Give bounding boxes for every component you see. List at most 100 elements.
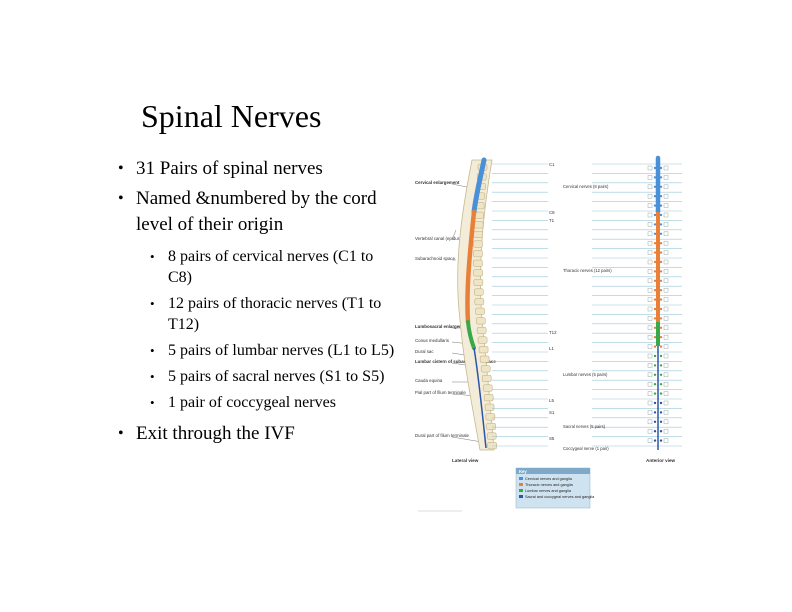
- vertebra: [484, 403, 495, 411]
- vertebral-body: [647, 278, 653, 284]
- vertebral-body: [663, 381, 669, 387]
- vertebra: [474, 298, 485, 306]
- lateral-view-label: Lateral view: [452, 458, 479, 463]
- ganglion: [653, 392, 657, 395]
- vertebra: [486, 432, 497, 440]
- vertebral-body: [663, 363, 669, 368]
- bullet-item: Exit through the IVF: [116, 421, 401, 447]
- ganglion: [653, 270, 657, 273]
- label-pial-part: Pial part of filum terminale: [415, 390, 466, 395]
- ganglion: [659, 373, 663, 376]
- label-dural-part: Dural part of filum terminale: [415, 433, 469, 438]
- nerve-level-lines: [492, 163, 682, 447]
- vertebral-body: [663, 212, 669, 218]
- level-l1: L1: [549, 346, 554, 351]
- vertebral-body: [663, 184, 669, 190]
- ganglion: [659, 326, 663, 329]
- ganglion: [653, 345, 657, 348]
- spinal-cord-thoracic: [465, 209, 477, 325]
- vertebral-body: [663, 353, 669, 359]
- label-thoracic-nerves: Thoracic nerves (12 pairs): [563, 268, 612, 273]
- vertebra: [473, 269, 483, 277]
- ganglion: [653, 242, 657, 245]
- ganglion: [659, 223, 663, 226]
- sub-bullet-item: 5 pairs of lumbar nerves (L1 to L5): [116, 340, 401, 361]
- ganglion: [653, 185, 657, 188]
- vertebral-body: [663, 222, 669, 227]
- vertebral-body: [647, 316, 653, 321]
- ganglion: [659, 430, 663, 433]
- sub-bullet-item: 5 pairs of sacral nerves (S1 to S5): [116, 366, 401, 387]
- key-title: Key: [519, 469, 527, 474]
- bullet-item: 31 Pairs of spinal nerves: [116, 156, 401, 182]
- vertebral-body: [663, 287, 669, 293]
- vertebral-body: [663, 410, 669, 415]
- ganglion: [659, 176, 663, 179]
- vertebra: [481, 374, 492, 382]
- vertebral-body: [663, 306, 669, 312]
- ganglion: [659, 401, 663, 405]
- ganglion: [653, 279, 657, 282]
- vertebra: [476, 326, 487, 334]
- vertebral-body: [663, 325, 669, 331]
- ganglion: [659, 364, 663, 367]
- vertebral-body: [647, 438, 653, 443]
- ganglion: [653, 213, 657, 217]
- vertebral-body: [663, 344, 669, 349]
- anterior-view: [647, 165, 669, 443]
- vertebra: [477, 336, 488, 344]
- ganglion: [653, 289, 657, 292]
- ganglion: [653, 383, 657, 386]
- vertebral-body: [663, 240, 669, 246]
- vertebral-body: [663, 334, 669, 340]
- vertebral-body: [647, 344, 653, 349]
- sub-bullet-item: 1 pair of coccygeal nerves: [116, 392, 401, 413]
- vertebral-body: [647, 325, 653, 331]
- ganglion: [653, 223, 657, 226]
- ganglion: [653, 354, 657, 358]
- level-l5: L5: [549, 398, 554, 403]
- key-items: Cervical nerves and ganglia Thoracic ner…: [519, 477, 595, 499]
- ganglion: [659, 251, 663, 254]
- ganglion: [653, 166, 657, 170]
- vertebral-body: [663, 438, 669, 443]
- ganglion: [659, 336, 663, 339]
- sub-bullet-item: 8 pairs of cervical nerves (C1 to C8): [116, 246, 401, 288]
- sub-bullet-item: 12 pairs of thoracic nerves (T1 to T12): [116, 293, 401, 335]
- label-vertebral-canal: Vertebral canal (epidural space): [415, 236, 478, 241]
- vertebral-body: [663, 278, 669, 284]
- vertebral-body: [647, 306, 653, 312]
- label-cervical-enlargement: Cervical enlargement: [415, 180, 460, 185]
- vertebral-body: [647, 165, 653, 171]
- key-box: [515, 467, 591, 509]
- ganglion: [653, 195, 657, 198]
- ganglion: [659, 185, 663, 188]
- vertebral-body: [647, 391, 653, 396]
- vertebral-body: [647, 334, 653, 340]
- label-lumbosacral-enlargement: Lumbosacral enlargement: [415, 324, 470, 329]
- key-label-lumbar: Lumbar nerves and ganglia: [525, 489, 572, 493]
- vertebral-body: [663, 175, 669, 180]
- vertebra: [485, 413, 496, 421]
- ganglion: [659, 213, 663, 217]
- vertebral-body: [663, 400, 669, 406]
- vertebral-body: [647, 353, 653, 359]
- vertebral-body: [647, 222, 653, 227]
- vertebra: [478, 346, 489, 354]
- level-t1: T1: [549, 218, 555, 223]
- level-s5: S5: [549, 436, 555, 441]
- vertebra: [473, 259, 483, 267]
- key-swatch-thoracic: [519, 483, 523, 486]
- vertebra: [474, 288, 484, 296]
- ganglion: [659, 270, 663, 273]
- vertebral-body: [647, 410, 653, 415]
- vertebral-body: [663, 391, 669, 396]
- key-header: [516, 468, 590, 474]
- vertebra: [473, 250, 483, 258]
- cauda-equina: [473, 347, 487, 449]
- ganglion: [653, 232, 657, 235]
- anterior-view-label: Anterior view: [646, 458, 676, 463]
- vertebral-body: [647, 428, 653, 434]
- vertebra: [473, 230, 483, 238]
- vertebral-body: [647, 269, 653, 274]
